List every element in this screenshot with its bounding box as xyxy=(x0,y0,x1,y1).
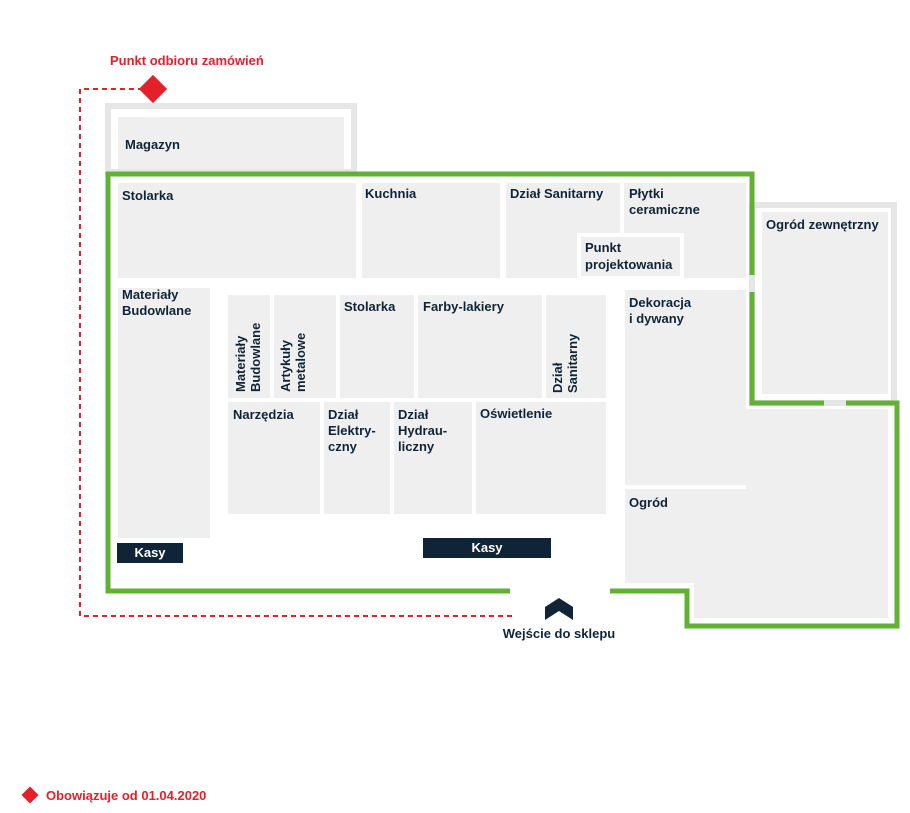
label-ogrod: Ogród xyxy=(629,495,668,510)
pickup-route xyxy=(79,88,512,617)
label-kasy-left: Kasy xyxy=(134,545,166,560)
label-magazyn: Magazyn xyxy=(125,137,180,152)
zone-dzial-hydrauliczny xyxy=(394,402,472,514)
zone-dzial-sanitarny-vertical xyxy=(546,295,606,398)
label-narzedzia: Narzędzia xyxy=(233,407,294,422)
zone-narzedzia xyxy=(228,402,320,514)
label-dzial-sanitarny-top: Dział Sanitarny xyxy=(510,186,604,201)
store-wall xyxy=(105,171,755,594)
zone-magazyn xyxy=(118,117,344,169)
label-stolarka-mid: Stolarka xyxy=(344,299,396,314)
legend-text: Obowiązuje od 01.04.2020 xyxy=(46,788,206,803)
label-materialy-budowlane-left: Materiały Budowlane xyxy=(122,287,191,318)
zone-kuchnia xyxy=(362,183,500,278)
store-wall-garden xyxy=(610,400,900,629)
label-ogrod-zewnetrzny: Ogród zewnętrzny xyxy=(766,217,879,232)
label-dzial-elektryczny: Dział Elektry- czny xyxy=(328,407,379,454)
label-plytki: Płytki ceramiczne xyxy=(629,186,700,217)
label-materialy-budowlane-vertical: Materiały Budowlane xyxy=(233,323,263,392)
label-dekoracja: Dekoracja i dywany xyxy=(629,295,695,326)
kasy-center-bar xyxy=(423,538,551,558)
zone-stolarka-top xyxy=(118,183,356,278)
zone-stolarka-mid xyxy=(340,295,414,398)
zone-farby-lakiery xyxy=(418,295,542,398)
label-punkt-projektowania: Punkt projektowania xyxy=(585,240,673,272)
label-kasy-center: Kasy xyxy=(471,540,503,555)
label-artykuly-metalowe: Artykuły metalowe xyxy=(278,333,308,392)
label-oswietlenie: Oświetlenie xyxy=(480,406,552,421)
zone-materialy-budowlane-left xyxy=(118,288,210,538)
store-wall-right xyxy=(749,292,824,406)
zone-dzial-elektryczny xyxy=(324,402,390,514)
entrance-arrow-icon xyxy=(545,598,573,620)
label-farby-lakiery: Farby-lakiery xyxy=(423,299,505,314)
zone-dekoracja xyxy=(625,290,746,485)
label-stolarka-top: Stolarka xyxy=(122,188,174,203)
zone-ogrod-zewnetrzny xyxy=(762,212,888,394)
zone-artykuly-metalowe xyxy=(274,295,336,398)
pickup-point-label: Punkt odbioru zamówień xyxy=(110,53,264,68)
zone-ogrod xyxy=(625,409,888,618)
entrance-label: Wejście do sklepu xyxy=(503,626,616,641)
label-dzial-sanitarny-vertical: Dział Sanitarny xyxy=(550,333,580,393)
label-dzial-hydrauliczny: Dział Hydrau- liczny xyxy=(398,407,451,454)
zone-materialy-budowlane-vertical xyxy=(228,295,270,398)
zone-oswietlenie xyxy=(476,402,606,514)
red-diamond-icon xyxy=(21,786,39,804)
red-diamond-icon xyxy=(138,74,168,104)
zone-punkt-projektowania xyxy=(577,233,684,280)
label-kuchnia: Kuchnia xyxy=(365,186,417,201)
kasy-left-bar xyxy=(117,543,183,563)
